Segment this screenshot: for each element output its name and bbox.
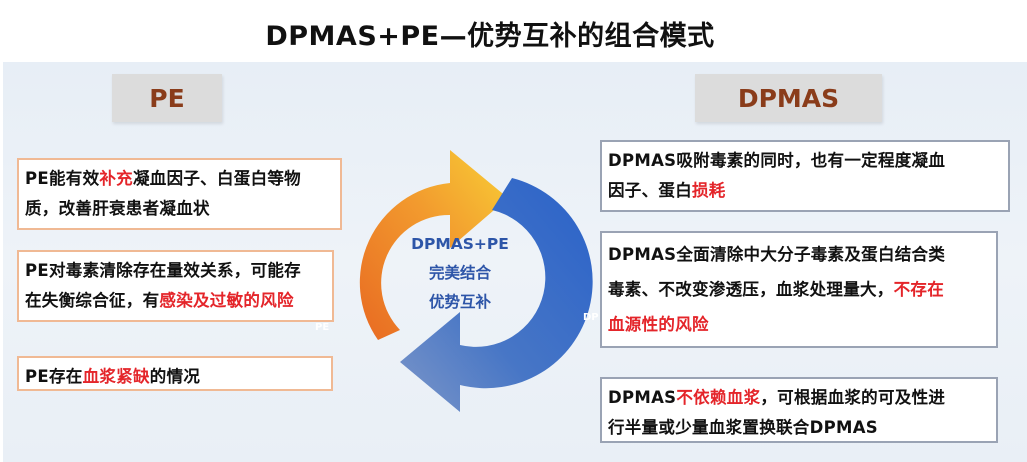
text: DPMAS吸附毒素的同时，也有一定程度凝血 xyxy=(608,151,946,170)
blue-arrow xyxy=(400,178,593,412)
cycle-center-text: DPMAS+PE 完美结合 优势互补 xyxy=(395,230,525,317)
dpmas-card-2: DPMAS全面清除中大分子毒素及蛋白结合类 毒素、不改变渗透压，血浆处理量大，不… xyxy=(600,231,998,348)
arrow-label-dp: DP xyxy=(583,312,599,323)
text: 因子、蛋白 xyxy=(608,181,692,200)
page-title: DPMAS+PE—优势互补的组合模式 xyxy=(265,21,715,52)
text: PE对毒素清除存在量效关系，可能存 xyxy=(25,261,301,280)
text: DPMAS全面清除中大分子毒素及蛋白结合类 xyxy=(608,245,946,264)
highlight: 不依赖血浆 xyxy=(676,388,761,407)
text: 的情况 xyxy=(149,367,201,386)
highlight: 血浆紧缺 xyxy=(82,367,150,386)
highlight: 感染及过敏的风险 xyxy=(159,291,294,310)
text: PE存在 xyxy=(25,367,83,386)
pe-header: PE xyxy=(112,74,222,122)
text: 行半量或少量血浆置换联合DPMAS xyxy=(608,418,878,437)
highlight: 不存在 xyxy=(893,280,945,299)
center-line-2: 完美结合 xyxy=(428,264,491,282)
text: DPMAS xyxy=(608,388,677,407)
dpmas-header: DPMAS xyxy=(695,74,882,122)
dpmas-card-1: DPMAS吸附毒素的同时，也有一定程度凝血 因子、蛋白损耗 xyxy=(600,140,1010,212)
text: 凝血因子、白蛋白等物 xyxy=(132,169,301,188)
text: 毒素、不改变渗透压，血浆处理量大， xyxy=(608,280,894,299)
center-line-3: 优势互补 xyxy=(428,293,491,311)
highlight: 损耗 xyxy=(692,181,726,200)
text: ，可根据血浆的可及性进 xyxy=(760,388,946,407)
text: PE能有效 xyxy=(25,169,100,188)
highlight: 血源性的风险 xyxy=(608,315,709,334)
pe-card-1: PE能有效补充凝血因子、白蛋白等物 质，改善肝衰患者凝血状 xyxy=(17,158,342,230)
highlight: 补充 xyxy=(99,169,133,188)
dpmas-card-3: DPMAS不依赖血浆，可根据血浆的可及性进 行半量或少量血浆置换联合DPMAS xyxy=(600,377,998,443)
pe-card-3: PE存在血浆紧缺的情况 xyxy=(17,356,333,391)
text: 质，改善肝衰患者凝血状 xyxy=(25,199,210,218)
pe-card-2: PE对毒素清除存在量效关系，可能存 在失衡综合征，有感染及过敏的风险 xyxy=(17,250,334,322)
orange-arrow xyxy=(359,150,508,340)
center-line-1: DPMAS+PE xyxy=(411,235,509,253)
cycle-arrows-diagram xyxy=(359,150,593,412)
arrow-label-pe: PE xyxy=(315,322,330,333)
text: 在失衡综合征，有 xyxy=(25,291,160,310)
